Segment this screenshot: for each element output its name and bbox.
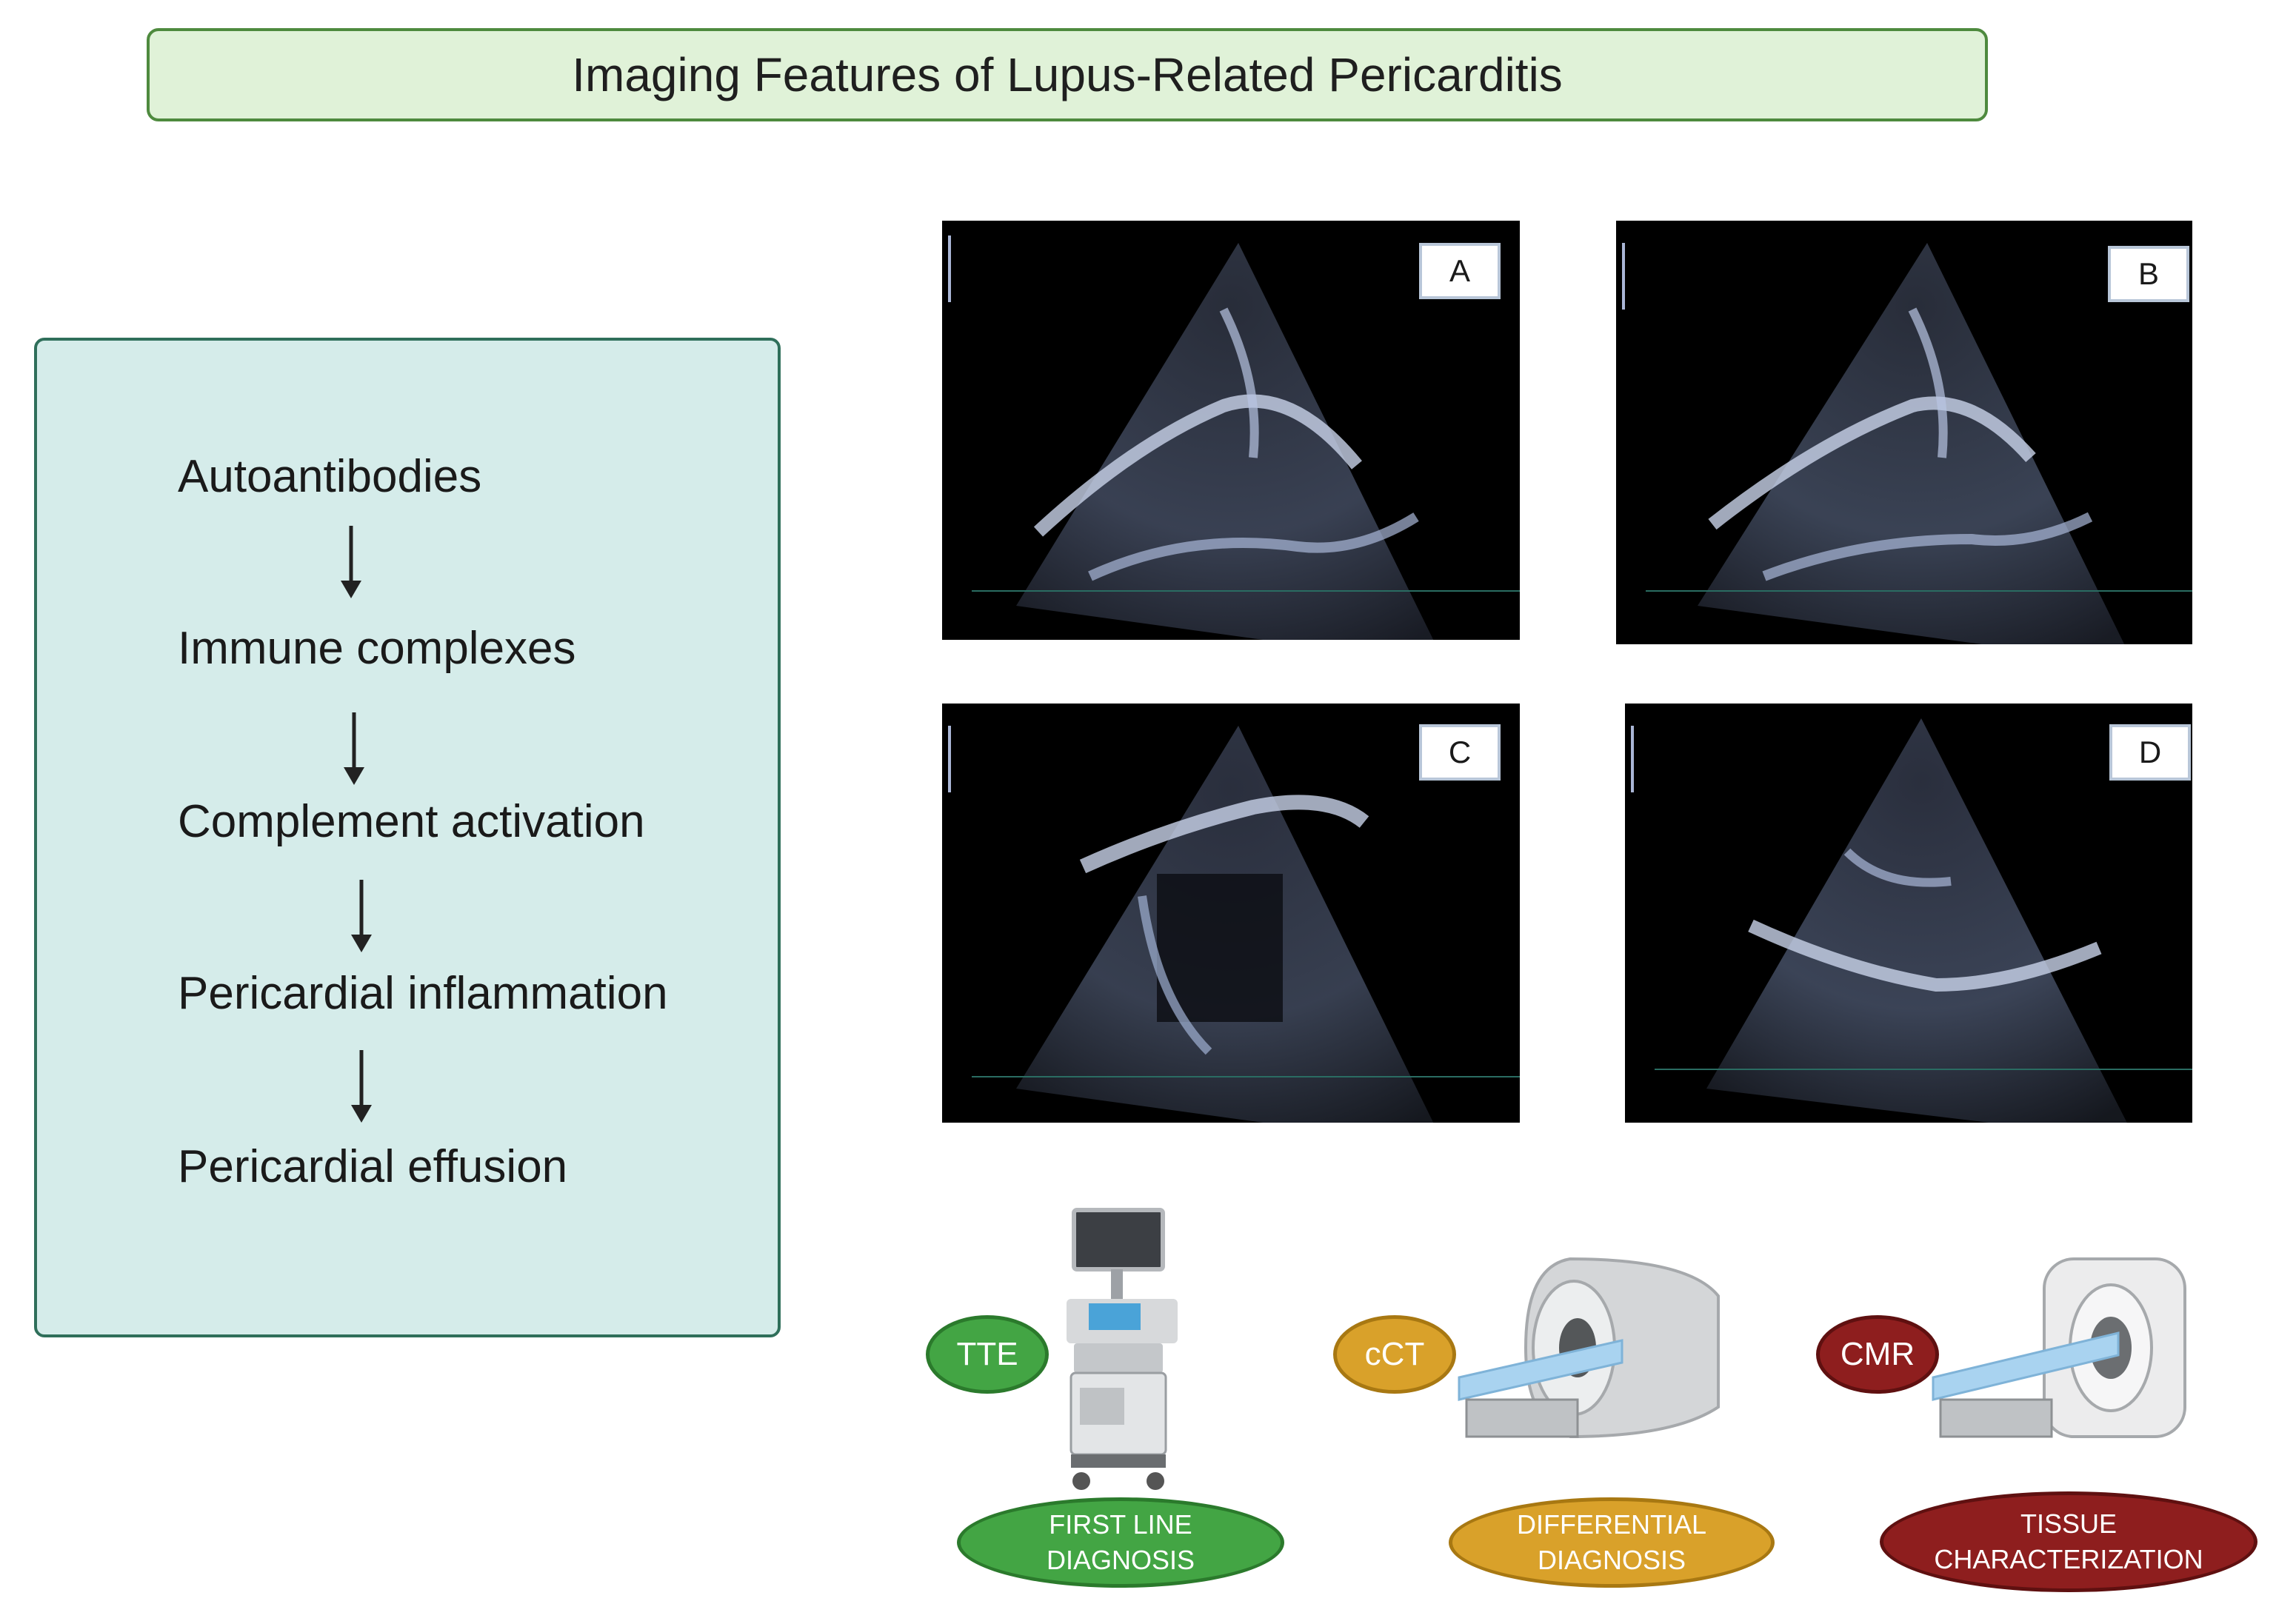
step-immune-complexes: Immune complexes — [178, 623, 576, 674]
mri-scanner-icon — [1932, 1257, 2186, 1438]
ultrasound-machine-icon — [1067, 1208, 1178, 1490]
cmr-badge: CMR — [1816, 1315, 1939, 1394]
arrow-down-icon — [341, 526, 361, 598]
echo-image-a: A — [942, 221, 1520, 640]
panel-label-b: B — [2108, 246, 2189, 302]
arrow-down-icon — [351, 1050, 372, 1123]
arrow-down-icon — [344, 712, 364, 785]
echo-image-d: D — [1625, 704, 2192, 1123]
ct-scanner-icon — [1458, 1257, 1720, 1439]
differential-diagnosis-badge: DIFFERENTIAL DIAGNOSIS — [1449, 1497, 1775, 1588]
tissue-characterization-badge: TISSUE CHARACTERIZATION — [1880, 1491, 2257, 1592]
step-complement-activation: Complement activation — [178, 796, 645, 847]
echo-image-b: B — [1616, 221, 2192, 644]
arrow-down-icon — [351, 880, 372, 952]
panel-label-a: A — [1419, 243, 1501, 299]
figure-title: Imaging Features of Lupus-Related Perica… — [147, 28, 1988, 121]
echo-image-c: C — [942, 704, 1520, 1123]
pathway-panel: Autoantibodies Immune complexes Compleme… — [34, 338, 781, 1337]
first-line-diagnosis-badge: FIRST LINE DIAGNOSIS — [957, 1497, 1284, 1588]
cct-label: cCT — [1364, 1336, 1425, 1372]
cct-badge: cCT — [1333, 1315, 1456, 1394]
step-pericardial-effusion: Pericardial effusion — [178, 1141, 568, 1192]
step-autoantibodies: Autoantibodies — [178, 451, 482, 502]
panel-label-c: C — [1419, 724, 1501, 781]
tte-label: TTE — [956, 1336, 1018, 1372]
cmr-label: CMR — [1840, 1336, 1915, 1372]
panel-label-d: D — [2109, 724, 2191, 781]
tte-badge: TTE — [926, 1315, 1049, 1394]
step-pericardial-inflammation: Pericardial inflammation — [178, 968, 668, 1019]
